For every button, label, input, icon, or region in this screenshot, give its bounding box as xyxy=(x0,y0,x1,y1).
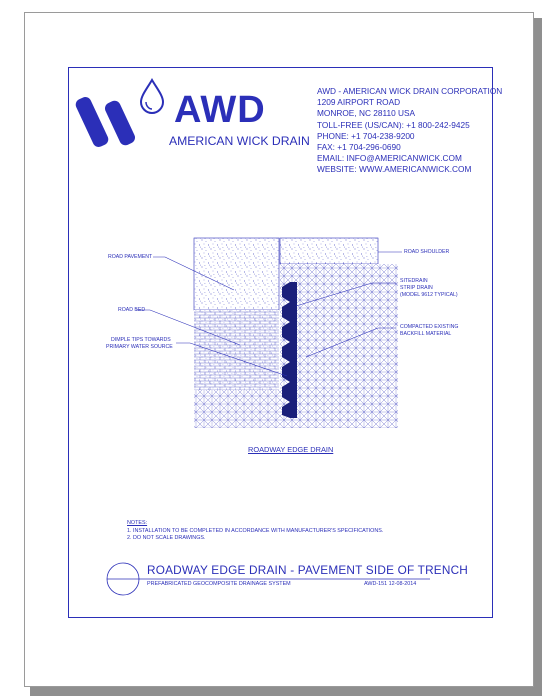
label-backfill-2: BACKFILL MATERIAL xyxy=(400,331,452,337)
label-sitedrain-3: (MODEL 9612 TYPICAL) xyxy=(400,292,458,298)
label-dimple-1: DIMPLE TIPS TOWARDS xyxy=(111,337,171,343)
drawing-code: AWD-151 12-08-2014 xyxy=(364,581,417,587)
company-email: EMAIL: INFO@AMERICANWICK.COM xyxy=(317,153,462,164)
logo-subtext: AMERICAN WICK DRAIN xyxy=(169,134,310,148)
company-address-1: 1209 AIRPORT ROAD xyxy=(317,97,401,108)
notes-heading: NOTES: xyxy=(127,520,148,526)
label-backfill-1: COMPACTED EXISTING xyxy=(400,324,459,330)
company-tollfree: TOLL-FREE (US/CAN): +1 800-242-9425 xyxy=(317,119,470,130)
label-road-bed: ROAD BED xyxy=(118,307,146,313)
road-pavement-layer xyxy=(193,237,280,311)
note-item-2: 2. DO NOT SCALE DRAWINGS. xyxy=(127,535,206,542)
drawing-title: ROADWAY EDGE DRAIN - PAVEMENT SIDE OF TR… xyxy=(147,563,469,577)
company-phone: PHONE: +1 704-238-9200 xyxy=(317,130,415,141)
label-road-pavement: ROAD PAVEMENT xyxy=(108,254,153,260)
diagram-caption: ROADWAY EDGE DRAIN xyxy=(248,445,334,454)
company-fax: FAX: +1 704-296-0690 xyxy=(317,142,401,153)
strip-drain xyxy=(282,282,297,418)
company-address-2: MONROE, NC 28110 USA xyxy=(317,108,416,119)
label-sitedrain-1: SITEDRAIN xyxy=(400,278,428,284)
company-website: WEBSITE: WWW.AMERICANWICK.COM xyxy=(317,164,472,175)
logo-wordmark: AWD xyxy=(174,89,266,131)
company-info: AWD - AMERICAN WICK DRAIN CORPORATION 12… xyxy=(317,86,502,176)
company-name: AWD - AMERICAN WICK DRAIN CORPORATION xyxy=(317,86,503,96)
notes-block: NOTES: 1. INSTALLATION TO BE COMPLETED I… xyxy=(127,520,383,543)
label-dimple-2: PRIMARY WATER SOURCE xyxy=(106,344,173,350)
drawing-border xyxy=(68,67,493,618)
label-road-shoulder: ROAD SHOULDER xyxy=(404,249,450,255)
road-shoulder-layer xyxy=(279,237,379,265)
note-item-1: 1. INSTALLATION TO BE COMPLETED IN ACCOR… xyxy=(127,527,384,534)
drawing-subtitle: PREFABRICATED GEOCOMPOSITE DRAINAGE SYST… xyxy=(147,581,291,587)
label-sitedrain-2: STRIP DRAIN xyxy=(400,285,433,291)
leader-lines xyxy=(136,251,402,377)
